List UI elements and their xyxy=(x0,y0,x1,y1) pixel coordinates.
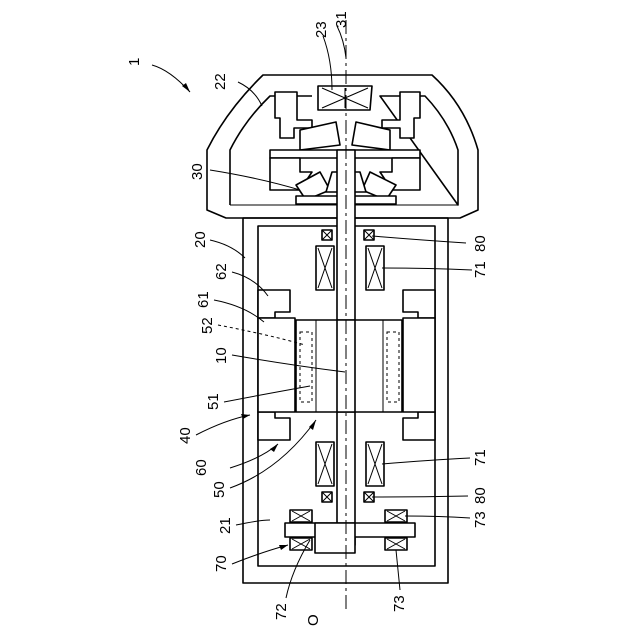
lower-disk-hub xyxy=(315,523,355,553)
label-61: 61 xyxy=(195,291,212,308)
label-30: 30 xyxy=(189,163,206,180)
label-73-lower: 73 xyxy=(391,595,408,612)
leader-20 xyxy=(210,240,245,258)
magnet-left xyxy=(258,318,295,412)
label-73-upper: 73 xyxy=(472,511,489,528)
label-23: 23 xyxy=(313,21,330,38)
label-31: 31 xyxy=(333,11,350,28)
leader-71-lower xyxy=(382,458,470,464)
label-21: 21 xyxy=(217,517,234,534)
leader-73-upper xyxy=(405,516,470,518)
label-71-lower: 71 xyxy=(472,449,489,466)
label-80-upper: 80 xyxy=(472,235,489,252)
leader-22 xyxy=(238,82,262,106)
frame-left xyxy=(258,412,290,440)
label-o: O xyxy=(305,614,322,626)
label-1: 1 xyxy=(126,58,143,66)
magnet-right xyxy=(403,318,435,412)
leader-73-lower xyxy=(396,550,400,590)
label-20: 20 xyxy=(192,231,209,248)
label-40: 40 xyxy=(177,427,194,444)
leader-23 xyxy=(323,36,332,90)
label-22: 22 xyxy=(212,73,229,90)
label-80-lower: 80 xyxy=(472,487,489,504)
leader-60 xyxy=(230,444,278,468)
leader-1 xyxy=(152,65,190,92)
leader-21 xyxy=(236,520,270,525)
label-62: 62 xyxy=(213,263,230,280)
label-50: 50 xyxy=(211,481,228,498)
leader-40 xyxy=(196,415,250,435)
label-60: 60 xyxy=(193,459,210,476)
top-block-left xyxy=(258,290,290,318)
leader-80-upper xyxy=(372,236,466,243)
label-51: 51 xyxy=(205,393,222,410)
leader-61 xyxy=(214,300,264,322)
leader-71-upper xyxy=(382,268,472,270)
frame-right xyxy=(403,412,435,440)
arrow-60 xyxy=(270,444,278,452)
label-10: 10 xyxy=(213,347,230,364)
arrow-70 xyxy=(279,545,288,550)
leader-31 xyxy=(337,26,346,58)
label-72: 72 xyxy=(273,603,290,620)
top-block-right xyxy=(403,290,435,318)
label-70: 70 xyxy=(213,555,230,572)
label-71-upper: 71 xyxy=(472,261,489,278)
label-52: 52 xyxy=(199,317,216,334)
leader-70 xyxy=(232,545,288,564)
leader-80-lower xyxy=(372,496,468,497)
